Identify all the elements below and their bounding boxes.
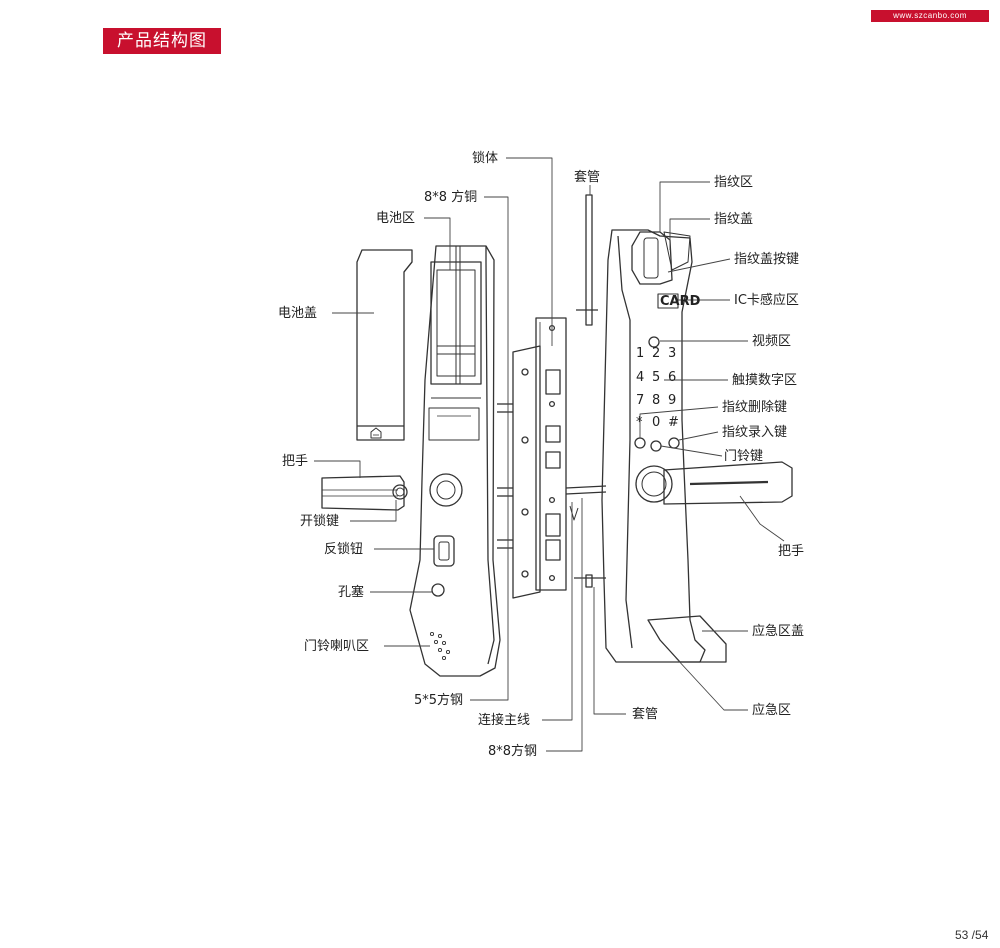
key-9: 9 <box>668 393 676 408</box>
key-hash: # <box>668 415 679 430</box>
inner-handle <box>321 475 408 511</box>
label-steel-spindle-8x8: 8*8方钢 <box>488 743 537 759</box>
label-outer-handle: 把手 <box>778 544 804 559</box>
label-sleeve-bottom: 套管 <box>632 706 658 722</box>
label-copper-spindle-8x8: 8*8 方铜 <box>424 189 477 205</box>
label-battery-area: 电池区 <box>376 211 415 226</box>
mortise-lock-body <box>535 317 567 591</box>
label-ic-card-area: IC卡感应区 <box>734 292 799 308</box>
label-fingerprint-cover: 指纹盖 <box>714 212 753 227</box>
label-fingerprint-enroll-key: 指纹录入键 <box>722 425 787 440</box>
emergency-cover <box>647 615 727 663</box>
label-touch-keypad: 触摸数字区 <box>732 373 797 388</box>
card-badge: CARD <box>660 294 701 309</box>
label-emergency-cover: 应急区盖 <box>752 623 804 639</box>
label-sleeve-top: 套管 <box>574 169 600 185</box>
spindles <box>565 194 607 588</box>
label-deadlock-knob: 反锁钮 <box>324 541 363 557</box>
key-7: 7 <box>636 393 644 408</box>
key-8: 8 <box>652 393 660 408</box>
key-5: 5 <box>652 370 660 385</box>
key-6: 6 <box>668 370 676 385</box>
key-star: * <box>636 415 643 430</box>
label-hole-plug: 孔塞 <box>338 584 364 600</box>
outer-lock-panel <box>601 229 706 663</box>
mounting-plate <box>497 345 541 599</box>
label-battery-cover: 电池盖 <box>278 306 317 321</box>
label-fingerprint-cover-button: 指纹盖按键 <box>734 252 799 267</box>
label-video-area: 视频区 <box>752 334 791 349</box>
labels: 锁体 8*8 方铜 电池区 电池盖 把手 开锁键 反锁钮 孔塞 门铃喇叭区 5*… <box>278 150 804 759</box>
inner-lock-panel <box>409 245 501 677</box>
label-lock-body: 锁体 <box>472 150 498 166</box>
key-0: 0 <box>652 415 660 430</box>
keypad: 1 2 3 4 5 6 7 8 9 * 0 # <box>636 346 679 430</box>
label-inner-handle: 把手 <box>282 454 308 469</box>
page-title: 产品结构图 <box>103 28 221 54</box>
key-2: 2 <box>652 346 660 361</box>
label-emergency-area: 应急区 <box>752 702 791 718</box>
key-4: 4 <box>636 370 644 385</box>
outer-handle <box>663 461 793 505</box>
label-main-cable: 连接主线 <box>478 712 530 728</box>
label-fingerprint-delete-key: 指纹删除键 <box>722 400 787 415</box>
label-unlock-button: 开锁键 <box>300 513 339 529</box>
label-steel-spindle-5x5: 5*5方钢 <box>414 692 463 708</box>
label-doorbell-key: 门铃键 <box>724 449 763 464</box>
key-1: 1 <box>636 346 644 361</box>
label-fingerprint-area: 指纹区 <box>714 175 753 190</box>
page-number: 53 /54 <box>955 928 989 942</box>
battery-cover <box>356 249 413 441</box>
website-url[interactable]: www.szcanbo.com <box>871 10 989 22</box>
label-doorbell-speaker: 门铃喇叭区 <box>304 639 369 654</box>
leader-lines <box>314 157 785 752</box>
key-3: 3 <box>668 346 676 361</box>
